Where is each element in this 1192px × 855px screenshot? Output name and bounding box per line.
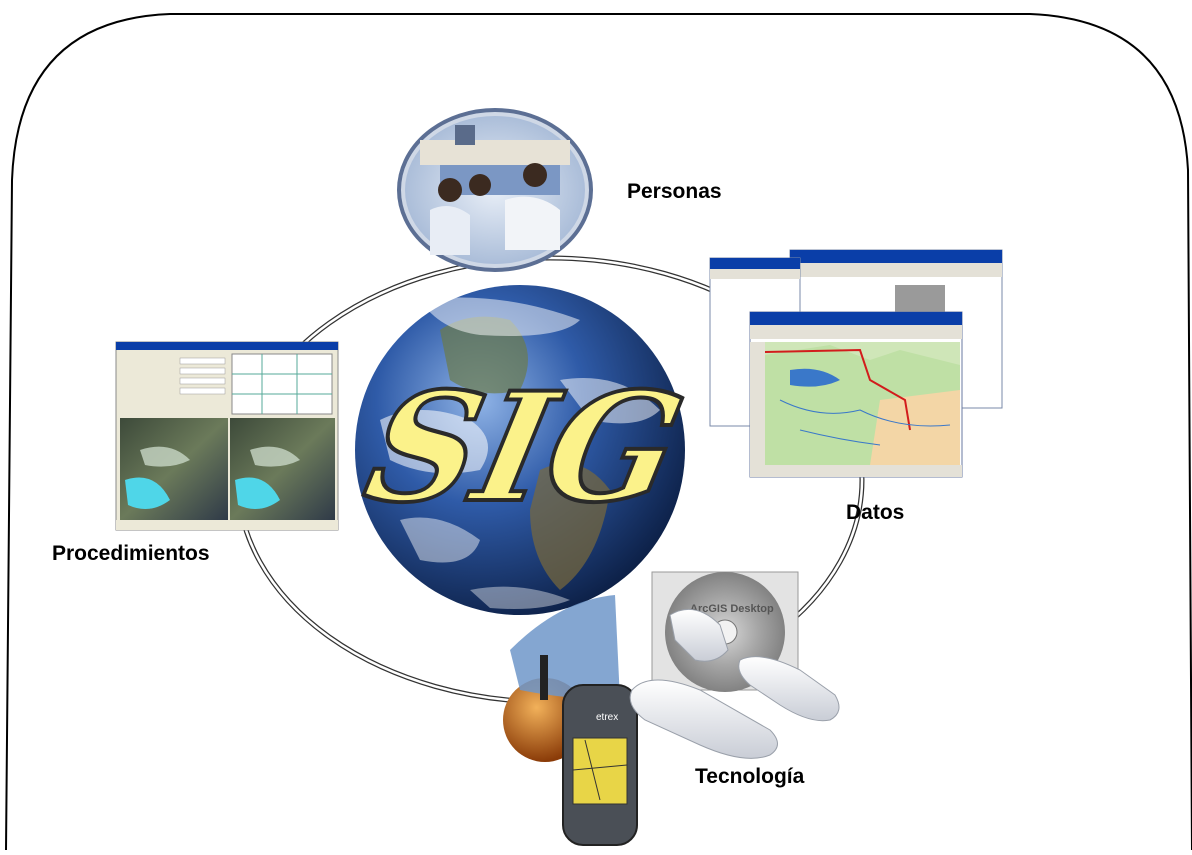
label-personas: Personas bbox=[627, 180, 722, 203]
datos-windows bbox=[709, 249, 1003, 478]
label-tecnologia: Tecnología bbox=[695, 765, 805, 788]
globe-image bbox=[355, 285, 685, 615]
outer-frame bbox=[5, 13, 1192, 851]
svg-text:etrex: etrex bbox=[596, 712, 618, 723]
procedimientos-window bbox=[115, 341, 339, 531]
label-procedimientos: Procedimientos bbox=[52, 542, 210, 565]
personas-photo bbox=[397, 108, 593, 272]
center-label: SIG bbox=[353, 360, 697, 536]
label-datos: Datos bbox=[846, 501, 905, 524]
svg-text:ArcGIS Desktop: ArcGIS Desktop bbox=[690, 603, 774, 615]
tecnologia-devices: ArcGIS Desktop etrex bbox=[503, 571, 840, 846]
